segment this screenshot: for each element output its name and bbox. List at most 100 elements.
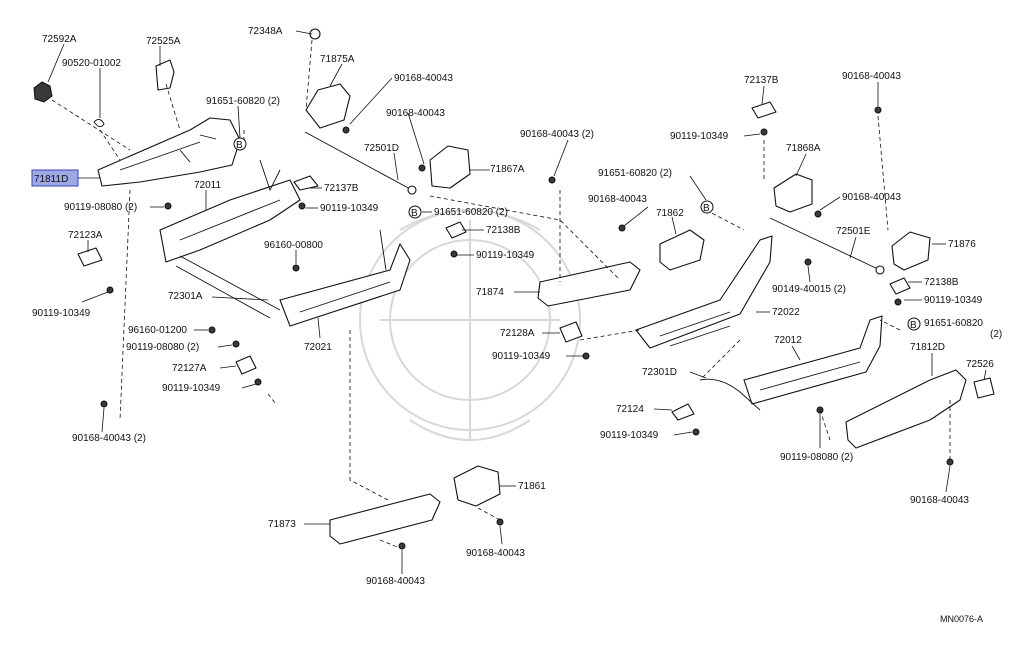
label-90119-10349-c[interactable]: 90119-10349 (32, 308, 91, 319)
label-71811d[interactable]: 71811D (34, 174, 68, 185)
part-72137b-right[interactable] (751, 101, 777, 119)
label-71862[interactable]: 71862 (656, 208, 684, 219)
label-72501e[interactable]: 72501E (836, 226, 871, 237)
part-71861[interactable] (453, 465, 501, 507)
b-marker-icons: B B B B (233, 137, 921, 331)
label-71876[interactable]: 71876 (948, 239, 976, 250)
label-71812d[interactable]: 71812D (910, 342, 945, 353)
leader-lines (47, 30, 987, 574)
part-71811d-cover[interactable] (97, 117, 241, 187)
part-90520-clip[interactable] (93, 119, 105, 127)
part-72501e-rod[interactable] (769, 217, 885, 275)
part-71874-bracket[interactable] (537, 261, 641, 307)
label-71861[interactable]: 71861 (518, 481, 546, 492)
label-72011[interactable]: 72011 (194, 180, 222, 191)
label-90119-08080-b[interactable]: 90119-08080 (2) (126, 342, 199, 353)
label-96160-00800[interactable]: 96160-00800 (264, 240, 323, 251)
label-72127a[interactable]: 72127A (172, 363, 207, 374)
label-90119-10349-e[interactable]: 90119-10349 (492, 351, 551, 362)
label-71868a[interactable]: 71868A (786, 143, 821, 154)
label-90119-10349-b[interactable]: 90119-10349 (476, 250, 535, 261)
label-72138b-left[interactable]: 72138B (486, 225, 521, 236)
label-72301a[interactable]: 72301A (168, 291, 203, 302)
part-72525a-lever[interactable] (155, 59, 175, 91)
label-72137b-right[interactable]: 72137B (744, 75, 779, 86)
label-90119-10349-a[interactable]: 90119-10349 (320, 203, 379, 214)
part-71862-cover[interactable] (659, 229, 705, 271)
part-71868a[interactable] (773, 173, 813, 213)
label-72124[interactable]: 72124 (616, 404, 644, 415)
label-90168-40043-b[interactable]: 90168-40043 (386, 108, 445, 119)
part-72138b-left[interactable] (445, 221, 467, 239)
label-90119-10349-d[interactable]: 90119-10349 (162, 383, 221, 394)
part-72012-rail[interactable] (743, 315, 883, 405)
label-90149-40015[interactable]: 90149-40015 (2) (772, 284, 846, 295)
part-71875a-bracket[interactable] (305, 83, 351, 129)
part-72128a[interactable] (559, 321, 583, 343)
label-90119-10349-h[interactable]: 90119-10349 (600, 430, 659, 441)
b-marker-label: B (411, 208, 418, 219)
label-90119-10349-f[interactable]: 90119-10349 (670, 131, 729, 142)
label-72012[interactable]: 72012 (774, 335, 802, 346)
label-90168-40043-e[interactable]: 90168-40043 (588, 194, 647, 205)
label-72021[interactable]: 72021 (304, 342, 332, 353)
label-90168-40043-h[interactable]: 90168-40043 (910, 495, 969, 506)
part-71876[interactable] (891, 231, 931, 271)
label-71875a[interactable]: 71875A (320, 54, 355, 65)
part-72592a-knob[interactable] (33, 81, 53, 103)
part-72501d-rod[interactable] (304, 131, 417, 195)
part-72021-rail[interactable] (279, 229, 411, 327)
part-72124[interactable] (671, 403, 695, 421)
label-71867a[interactable]: 71867A (490, 164, 525, 175)
b-marker-label: B (910, 320, 917, 331)
part-71873[interactable] (329, 493, 441, 545)
label-71873[interactable]: 71873 (268, 519, 296, 530)
label-90119-08080-a[interactable]: 90119-08080 (2) (64, 202, 137, 213)
label-72138b-right[interactable]: 72138B (924, 277, 959, 288)
label-72123a[interactable]: 72123A (68, 230, 103, 241)
part-72138b-right[interactable] (889, 277, 911, 295)
part-72123a[interactable] (77, 247, 103, 267)
label-72301d[interactable]: 72301D (642, 367, 677, 378)
label-96160-01200[interactable]: 96160-01200 (128, 325, 187, 336)
label-90119-08080-c[interactable]: 90119-08080 (2) (780, 452, 853, 463)
part-72011-frame[interactable] (159, 159, 301, 263)
label-90119-10349-g[interactable]: 90119-10349 (924, 295, 983, 306)
part-72022-frame[interactable] (635, 235, 773, 349)
part-72137b-left[interactable] (293, 175, 319, 191)
label-90168-40043-f[interactable]: 90168-40043 (842, 71, 901, 82)
part-labels: 72592A 90520-01002 72525A 72348A 71875A … (32, 26, 1002, 624)
bolt-icons (100, 106, 954, 550)
label-72526[interactable]: 72526 (966, 359, 994, 370)
label-72348a[interactable]: 72348A (248, 26, 283, 37)
label-90168-40043-a[interactable]: 90168-40043 (394, 73, 453, 84)
label-72501d[interactable]: 72501D (364, 143, 399, 154)
label-71874[interactable]: 71874 (476, 287, 504, 298)
part-71867a-cover[interactable] (429, 145, 471, 189)
part-72301a-rail[interactable] (175, 255, 281, 319)
label-91651-60820-b[interactable]: 91651-60820 (2) (434, 207, 508, 218)
label-91651-60820-a[interactable]: 91651-60820 (2) (206, 96, 280, 107)
label-91651-60820-d[interactable]: 91651-60820 (924, 318, 983, 329)
label-90168-40043-i[interactable]: 90168-40043 (466, 548, 525, 559)
label-90168-40043-j[interactable]: 90168-40043 (366, 576, 425, 587)
label-90168-40043-d[interactable]: 90168-40043 (2) (520, 129, 594, 140)
label-72592a[interactable]: 72592A (42, 34, 77, 45)
part-71812d-cover[interactable] (845, 369, 967, 449)
label-90520-01002[interactable]: 90520-01002 (62, 58, 121, 69)
part-72526[interactable] (973, 377, 995, 399)
label-72128a[interactable]: 72128A (500, 328, 535, 339)
b-marker-label: B (236, 140, 243, 151)
label-72022[interactable]: 72022 (772, 307, 800, 318)
label-91651-60820-c[interactable]: 91651-60820 (2) (598, 168, 672, 179)
part-72301d-rail[interactable] (699, 378, 761, 411)
highlight-box (31, 169, 79, 187)
label-90168-40043-c[interactable]: 90168-40043 (2) (72, 433, 146, 444)
label-90168-40043-g[interactable]: 90168-40043 (842, 192, 901, 203)
label-72137b-left[interactable]: 72137B (324, 183, 359, 194)
assembly-dashed-lines (51, 39, 951, 549)
label-72525a[interactable]: 72525A (146, 36, 181, 47)
label-91651-60820-d-qty[interactable]: (2) (990, 329, 1002, 340)
part-72127a[interactable] (235, 355, 257, 375)
